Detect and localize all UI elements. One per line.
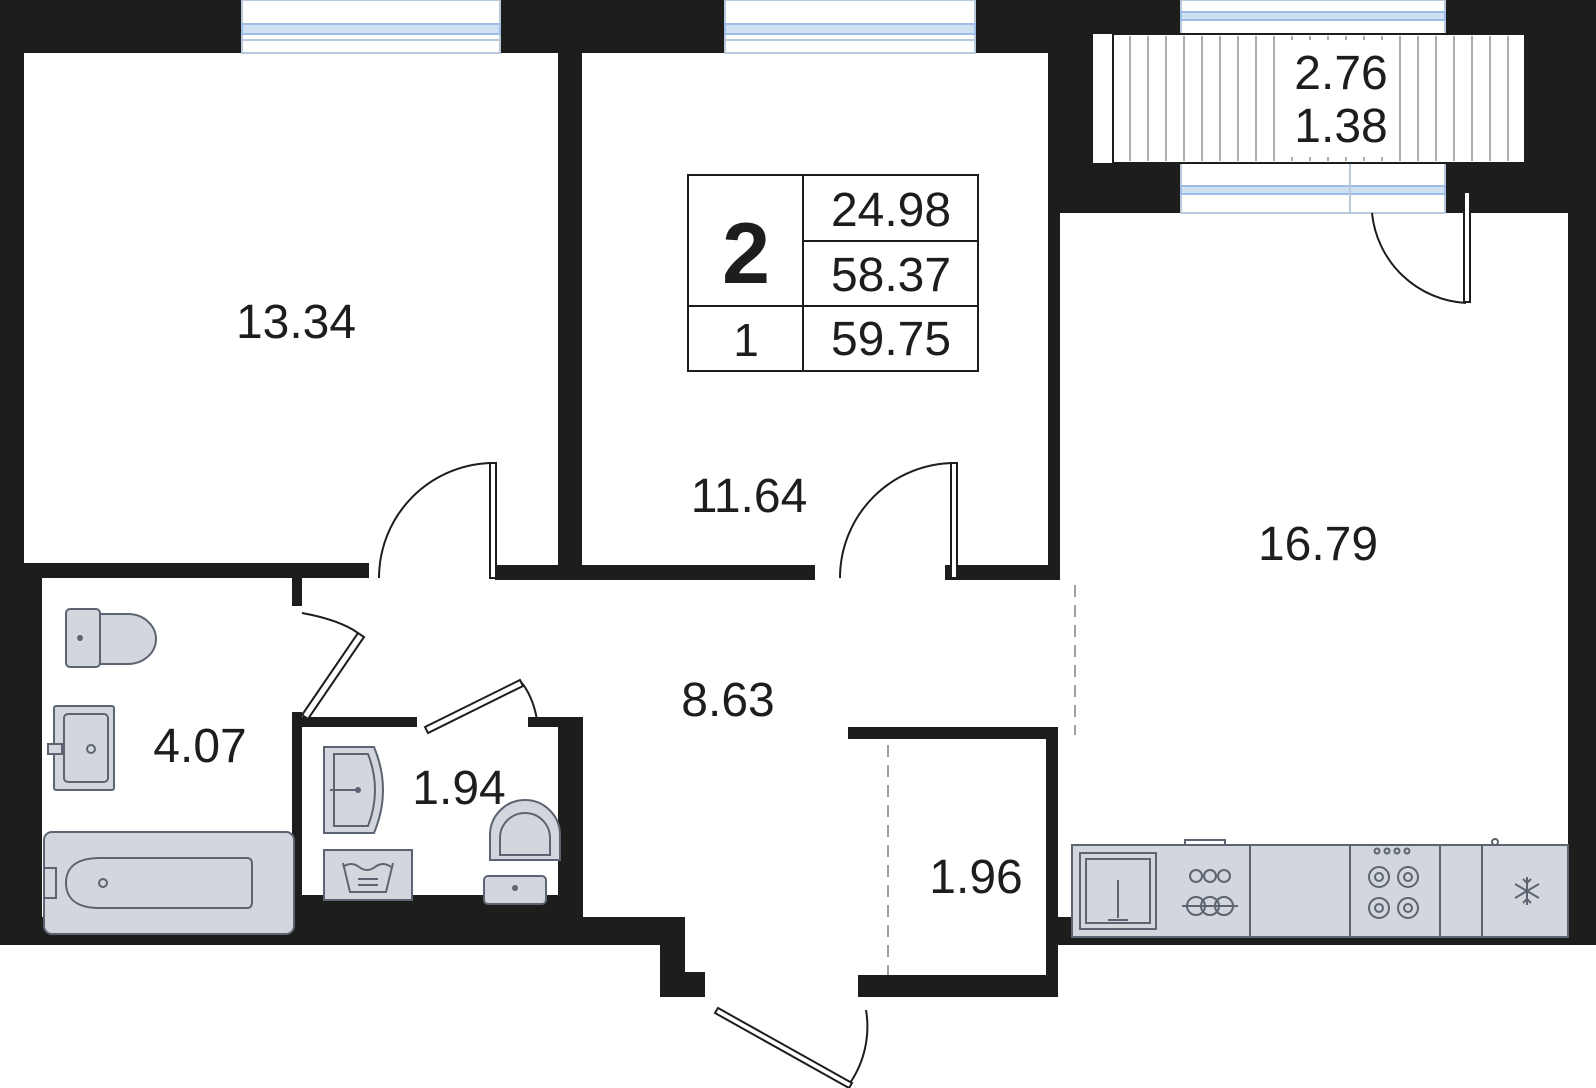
dishes-icon xyxy=(1182,839,1238,916)
door-swing-icon[interactable] xyxy=(300,612,366,721)
rooms-count: 2 xyxy=(722,206,770,302)
total-area: 58.37 xyxy=(831,249,951,302)
room-area-kitchen-living: 16.79 xyxy=(1258,518,1378,571)
room-area-bedroom-left: 13.34 xyxy=(236,296,356,349)
room-area-hallway: 8.63 xyxy=(681,674,774,727)
fridge-icon xyxy=(1491,838,1540,905)
floor-number: 1 xyxy=(733,314,759,366)
kitchen-sink-icon xyxy=(1079,852,1157,930)
room-area-wc: 1.94 xyxy=(412,762,505,815)
living-area: 24.98 xyxy=(831,184,951,237)
balcony-railing xyxy=(1112,33,1526,164)
bathtub-icon xyxy=(43,831,295,935)
kitchen-counter xyxy=(1071,844,1569,938)
door-swing-icon[interactable] xyxy=(423,678,539,735)
toilet-icon xyxy=(483,799,561,905)
room-area-bedroom-middle: 11.64 xyxy=(691,470,808,523)
door-swing-icon[interactable] xyxy=(1371,191,1471,304)
summary-table: 2 24.98 58.37 1 59.75 xyxy=(687,174,979,372)
balcony-reduced-area: 1.38 xyxy=(1294,100,1387,153)
sink-icon xyxy=(323,746,384,834)
washing-machine-icon xyxy=(323,849,413,901)
sink-icon xyxy=(47,705,115,791)
total-with-balcony: 59.75 xyxy=(831,313,951,366)
balcony-area: 2.76 xyxy=(1294,47,1387,100)
door-swing-icon[interactable] xyxy=(378,462,497,579)
stove-icon xyxy=(1368,847,1419,919)
door-swing-icon[interactable] xyxy=(713,1006,869,1088)
room-area-bathroom: 4.07 xyxy=(153,720,246,773)
room-area-storage: 1.96 xyxy=(929,851,1022,904)
window-icon xyxy=(241,0,1446,214)
door-swing-icon[interactable] xyxy=(839,462,958,579)
toilet-icon xyxy=(65,608,157,668)
